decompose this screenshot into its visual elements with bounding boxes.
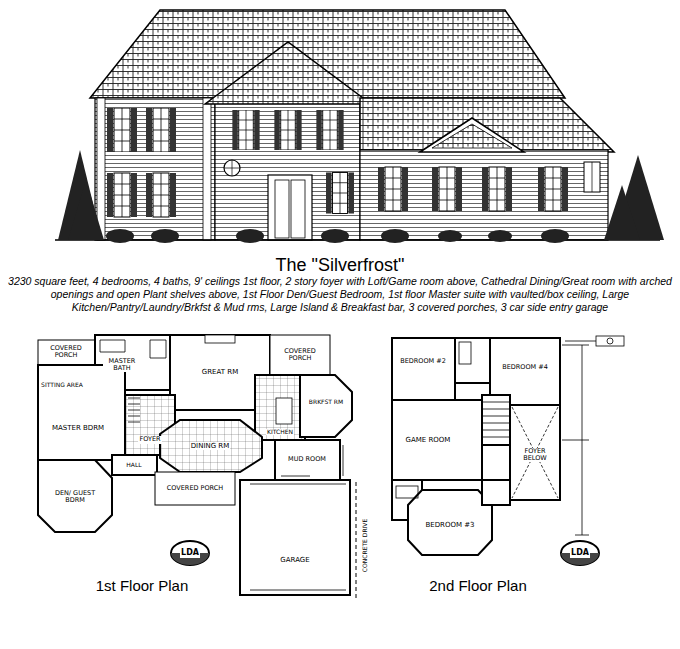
plan-title: The "Silverfrost" [276,255,405,276]
room-label: DEN/ GUEST BDRM [49,490,101,505]
logo-text: LDA [180,548,200,557]
room-label: SITTING AREA [40,382,84,389]
drive-label: CONCRETE DRIVE [363,517,370,572]
room-label: BEDROOM #4 [501,364,549,371]
room-label: FOYER [138,436,161,443]
room-label: BRKFST RM [308,399,344,406]
plan-caption: 2nd Floor Plan [428,577,528,594]
room-label: GREAT RM [201,368,239,376]
room-label: GARAGE [279,556,310,564]
room-label: FOYER BELOW [515,448,555,463]
room-label: MASTER BDRM [51,424,105,432]
plan-description: 3230 square feet, 4 bedrooms, 4 baths, 9… [7,275,673,314]
room-label: COVERED PORCH [45,345,87,360]
plan-caption: 1st Floor Plan [95,577,190,594]
room-label: MUD ROOM [287,456,327,463]
room-label: COVERED PORCH [166,485,224,492]
room-label: HALL [125,462,142,469]
room-label: MASTER BATH [103,358,141,373]
room-label: GAME ROOM [405,436,452,444]
room-label: BEDROOM #3 [424,521,475,529]
room-label: BEDROOM #2 [399,358,447,365]
logo-text: LDA [570,548,590,557]
room-label: DINING RM [190,442,231,450]
room-label: COVERED PORCH [279,348,321,363]
room-label: KITCHEN [266,429,294,436]
